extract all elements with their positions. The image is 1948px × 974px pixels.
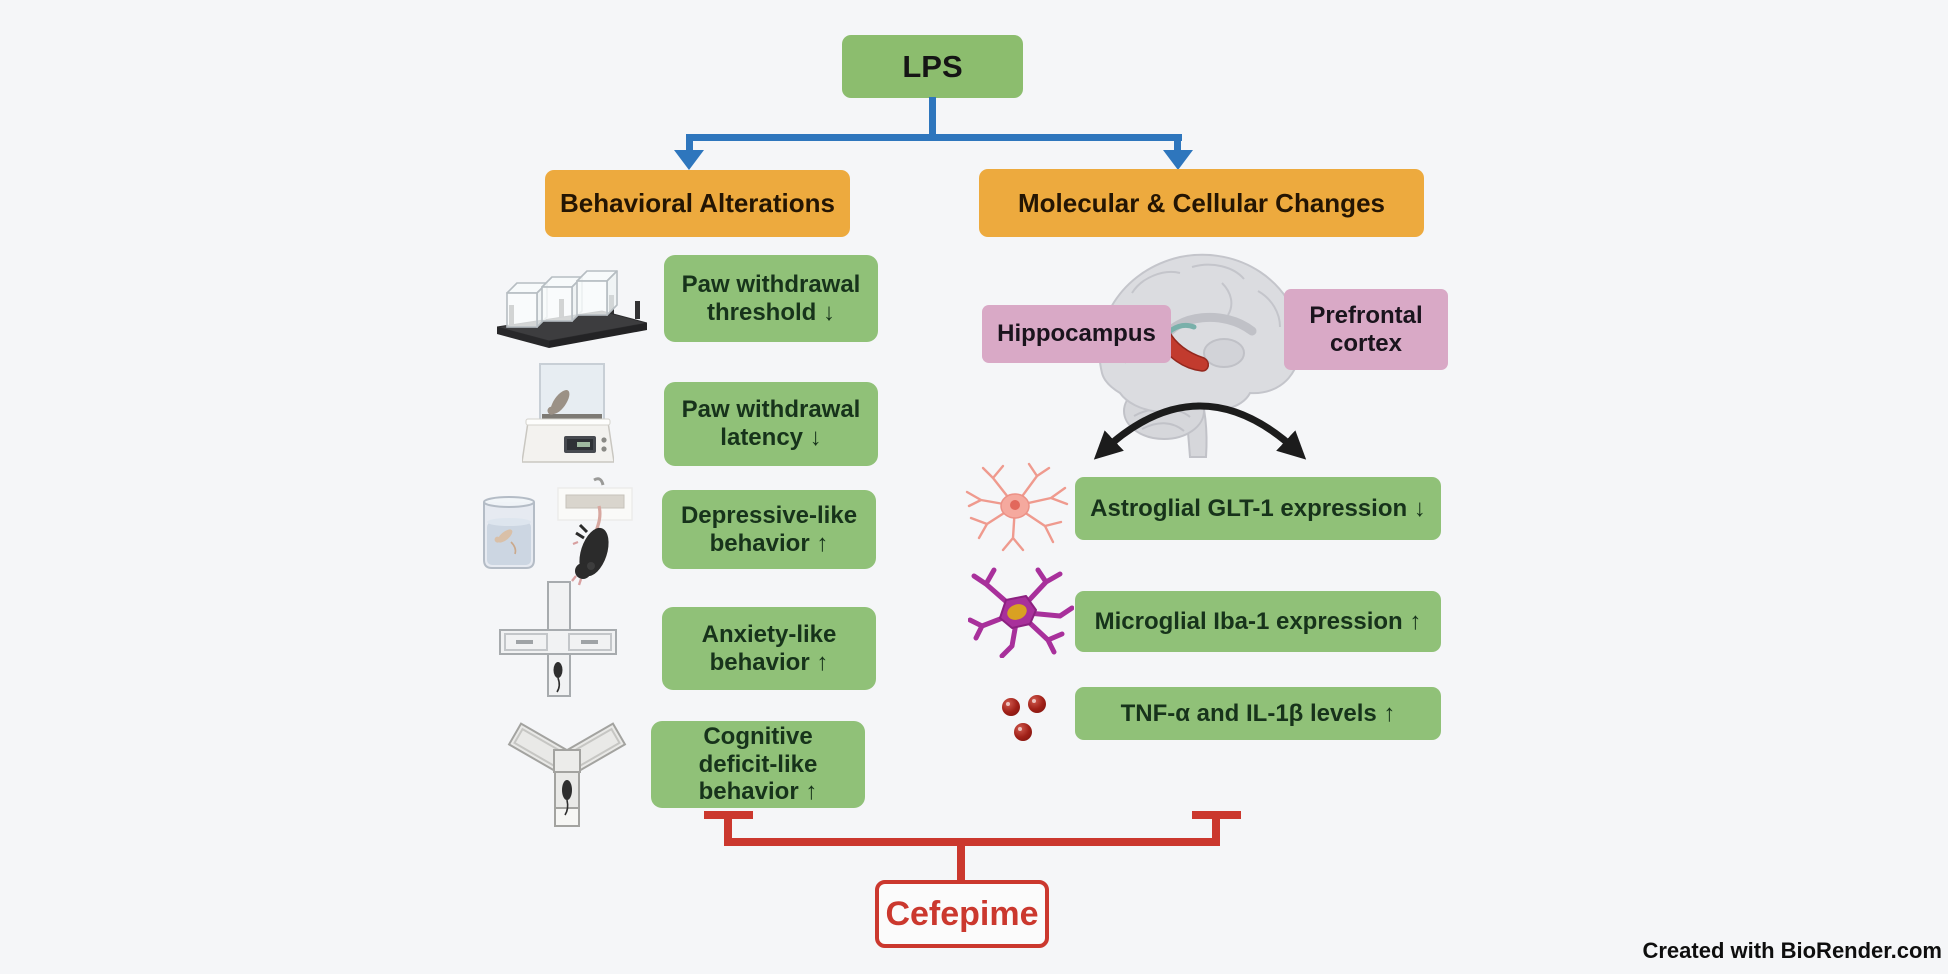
microglia-icon [968, 564, 1074, 658]
cefepime-node: Cefepime [875, 880, 1049, 948]
blue-connector-right-drop [1174, 141, 1181, 152]
inhibition-line-horizontal [724, 838, 1220, 846]
inhibition-tbar-right-icon [1192, 811, 1241, 819]
forced-swim-test-icon [481, 494, 537, 574]
behavioral-item-label: Depressive-like behavior ↑ [662, 490, 876, 569]
molecular-item-label: Microglial Iba-1 expression ↑ [1075, 591, 1441, 652]
blue-connector-stem [929, 97, 936, 138]
molecular-item-label: TNF-α and IL-1β levels ↑ [1075, 687, 1441, 740]
behavioral-item-label: Paw withdrawal latency ↓ [664, 382, 878, 466]
plantar-test-apparatus-icon [522, 362, 614, 468]
biorender-credit: Created with BioRender.com [1642, 938, 1942, 963]
arrow-down-icon [674, 150, 704, 170]
molecular-cellular-changes-header: Molecular & Cellular Changes [979, 169, 1424, 237]
inhibition-line-left [724, 819, 732, 846]
inhibition-line-right [1212, 819, 1220, 842]
tail-suspension-test-icon [554, 476, 636, 588]
elevated-plus-maze-icon [496, 578, 620, 700]
cytokine-molecules-icon [999, 694, 1055, 746]
blue-connector-crossbar [686, 134, 1182, 141]
inhibition-tbar-left-icon [704, 811, 753, 819]
von-frey-apparatus-icon [497, 249, 647, 349]
molecular-item-label: Astroglial GLT-1 expression ↓ [1075, 477, 1441, 540]
y-maze-icon [492, 714, 642, 832]
hippocampus-label: Hippocampus [982, 305, 1171, 363]
prefrontal-cortex-label: Prefrontal cortex [1284, 289, 1448, 370]
double-headed-curved-arrow-icon [1078, 366, 1322, 470]
behavioral-item-label: Paw withdrawal threshold ↓ [664, 255, 878, 342]
behavioral-item-label: Cognitive deficit-like behavior ↑ [651, 721, 865, 808]
arrow-down-icon [1163, 150, 1193, 170]
lps-node: LPS [842, 35, 1023, 98]
blue-connector-left-drop [686, 141, 693, 152]
behavioral-item-label: Anxiety-like behavior ↑ [662, 607, 876, 690]
astrocyte-icon [963, 460, 1073, 554]
inhibition-line-center [957, 846, 965, 882]
behavioral-alterations-header: Behavioral Alterations [545, 170, 850, 237]
